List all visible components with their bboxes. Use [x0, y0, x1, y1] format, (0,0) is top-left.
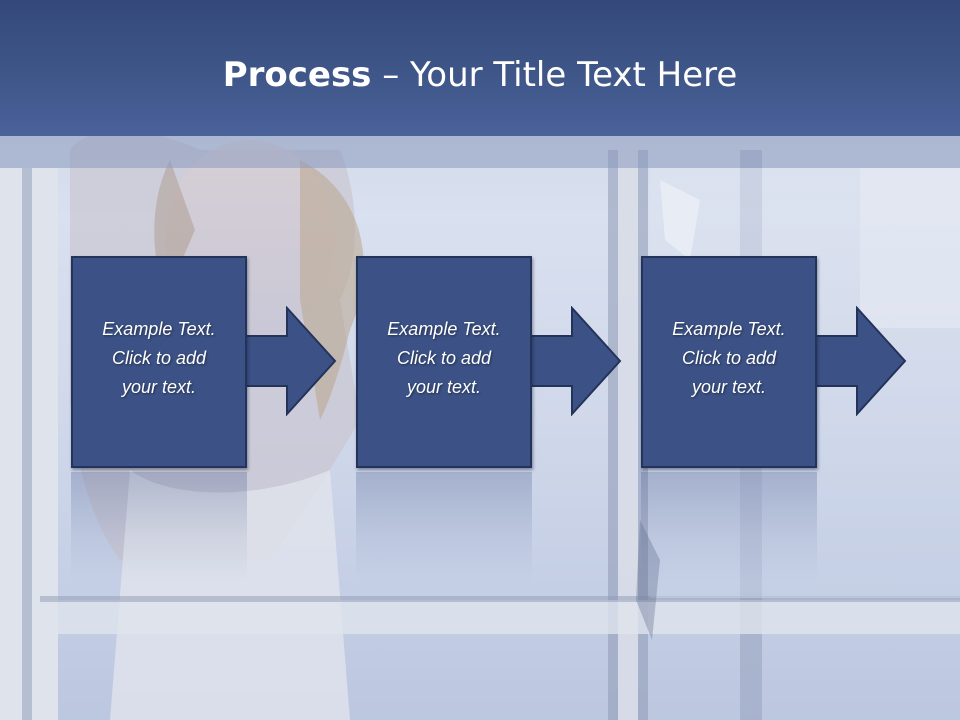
arrow-right-icon — [240, 306, 337, 416]
process-step-3[interactable]: Example Text. Click to add your text. — [641, 256, 907, 468]
step-line-1: Example Text. — [387, 318, 501, 339]
title-band — [0, 136, 960, 168]
arrow-right-icon — [525, 306, 622, 416]
step-box — [71, 256, 247, 468]
step-box — [641, 256, 817, 468]
step-reflection — [71, 472, 247, 582]
title-bold: Process — [222, 55, 372, 95]
step-line-3: your text. — [121, 376, 197, 397]
process-step-1[interactable]: Example Text. Click to add your text. — [71, 256, 337, 468]
title-rest: – Your Title Text Here — [371, 55, 738, 95]
step-line-2: Click to add — [111, 347, 207, 368]
process-step-2[interactable]: Example Text. Click to add your text. — [356, 256, 622, 468]
arrow-right-icon — [810, 306, 907, 416]
step-line-1: Example Text. — [672, 318, 786, 339]
title-bar — [0, 0, 960, 136]
step-line-3: your text. — [691, 376, 767, 397]
step-line-1: Example Text. — [102, 318, 216, 339]
step-reflection — [641, 472, 817, 582]
slide-title[interactable]: Process – Your Title Text Here — [0, 50, 960, 100]
step-text[interactable]: Example Text. Click to add your text. — [641, 256, 817, 468]
step-line-3: your text. — [406, 376, 482, 397]
step-text[interactable]: Example Text. Click to add your text. — [356, 256, 532, 468]
step-reflection — [356, 472, 532, 582]
step-text[interactable]: Example Text. Click to add your text. — [71, 256, 247, 468]
step-line-2: Click to add — [396, 347, 492, 368]
step-box — [356, 256, 532, 468]
step-line-2: Click to add — [681, 347, 777, 368]
